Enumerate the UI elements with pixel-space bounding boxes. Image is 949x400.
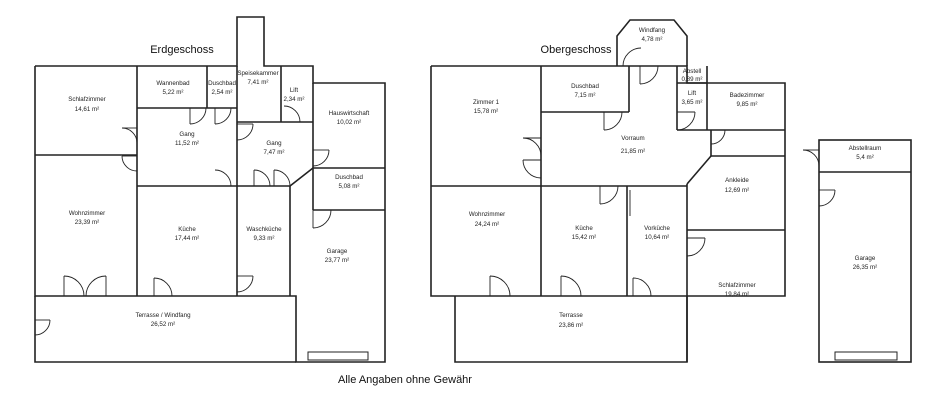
room-area: 23,86 m² [559, 322, 583, 329]
room-area: 26,35 m² [853, 264, 877, 271]
disclaimer-text: Alle Angaben ohne Gewähr [338, 374, 472, 386]
room-label: Duschbad [335, 174, 363, 181]
room-label: Wohnzimmer [469, 211, 505, 218]
room-label: Wannenbad [156, 80, 190, 87]
room-label: Vorküche [644, 225, 670, 232]
ground-garage-door [307, 351, 369, 361]
ground-doors [34, 105, 332, 336]
room-area: 2,34 m² [284, 96, 305, 103]
room-label: Schlafzimmer [718, 282, 755, 289]
room-area: 24,24 m² [475, 221, 499, 228]
room-area: 14,61 m² [75, 106, 99, 113]
room-label: Lift [688, 90, 697, 97]
separate-garage-outline [818, 139, 912, 363]
room-label: Garage [855, 255, 876, 262]
upper-doors [489, 47, 726, 297]
room-area: 7,47 m² [264, 149, 285, 156]
room-label: Zimmer 1 [473, 99, 500, 106]
room-label: Speisekammer [237, 70, 278, 77]
upper-floor-title: Obergeschoss [541, 44, 612, 56]
ground-terrace-outline [34, 296, 296, 363]
ground-floor-plan: Erdgeschoss [34, 16, 386, 363]
room-label: Terrasse / Windfang [135, 312, 191, 319]
room-area: 7,41 m² [248, 79, 269, 86]
separate-garage-door [834, 351, 898, 361]
room-label: Duschbad [208, 80, 236, 87]
room-label: Ankleide [725, 177, 749, 184]
room-label: Gang [266, 140, 282, 147]
room-area: 10,64 m² [645, 234, 669, 241]
room-area: 5,22 m² [163, 89, 184, 96]
room-area: 23,39 m² [75, 219, 99, 226]
room-area: 7,15 m² [575, 92, 596, 99]
room-area: 21,85 m² [621, 148, 645, 155]
ground-floor-outline [34, 16, 386, 363]
upper-floor-plan: Obergeschoss [430, 19, 786, 363]
room-area: 0,89 m² [682, 76, 703, 83]
room-label: Terrasse [559, 312, 583, 319]
ground-floor-title: Erdgeschoss [150, 44, 214, 56]
room-area: 12,69 m² [725, 187, 749, 194]
room-label: Lift [290, 87, 299, 94]
room-area: 9,33 m² [254, 235, 275, 242]
room-area: 15,78 m² [474, 108, 498, 115]
room-area: 17,44 m² [175, 235, 199, 242]
upper-floor-outline [430, 65, 786, 297]
room-area: 15,42 m² [572, 234, 596, 241]
upper-windfang-outline [616, 19, 688, 66]
room-label: Wohnzimmer [69, 210, 105, 217]
room-area: 5,4 m² [856, 154, 874, 161]
room-label: Windfang [639, 27, 666, 34]
room-area: 4,78 m² [642, 36, 663, 43]
room-area: 5,08 m² [339, 183, 360, 190]
upper-terrace-outline [454, 296, 688, 363]
room-area: 10,02 m² [337, 119, 361, 126]
room-label: Abstellraum [849, 145, 882, 152]
room-label: Schlafzimmer [68, 96, 105, 103]
room-label: Vorraum [621, 135, 644, 142]
room-area: 9,85 m² [737, 101, 758, 108]
room-label: Garage [327, 248, 348, 255]
room-area: 23,77 m² [325, 257, 349, 264]
room-label: Waschküche [246, 226, 282, 233]
room-area: 26,52 m² [151, 321, 175, 328]
separate-garage-plan: Abstellraum 5,4 m² Garage 26,35 m² [802, 139, 912, 363]
room-area: 2,54 m² [212, 89, 233, 96]
room-label: Abstell [683, 68, 702, 75]
room-label: Hauswirtschaft [329, 110, 370, 117]
room-label: Gang [179, 131, 195, 138]
room-label: Duschbad [571, 83, 599, 90]
room-area: 19,84 m² [725, 291, 749, 298]
room-area: 3,65 m² [682, 99, 703, 106]
room-label: Badezimmer [730, 92, 765, 99]
room-area: 11,52 m² [175, 140, 199, 147]
room-label: Küche [178, 226, 196, 233]
room-label: Küche [575, 225, 593, 232]
